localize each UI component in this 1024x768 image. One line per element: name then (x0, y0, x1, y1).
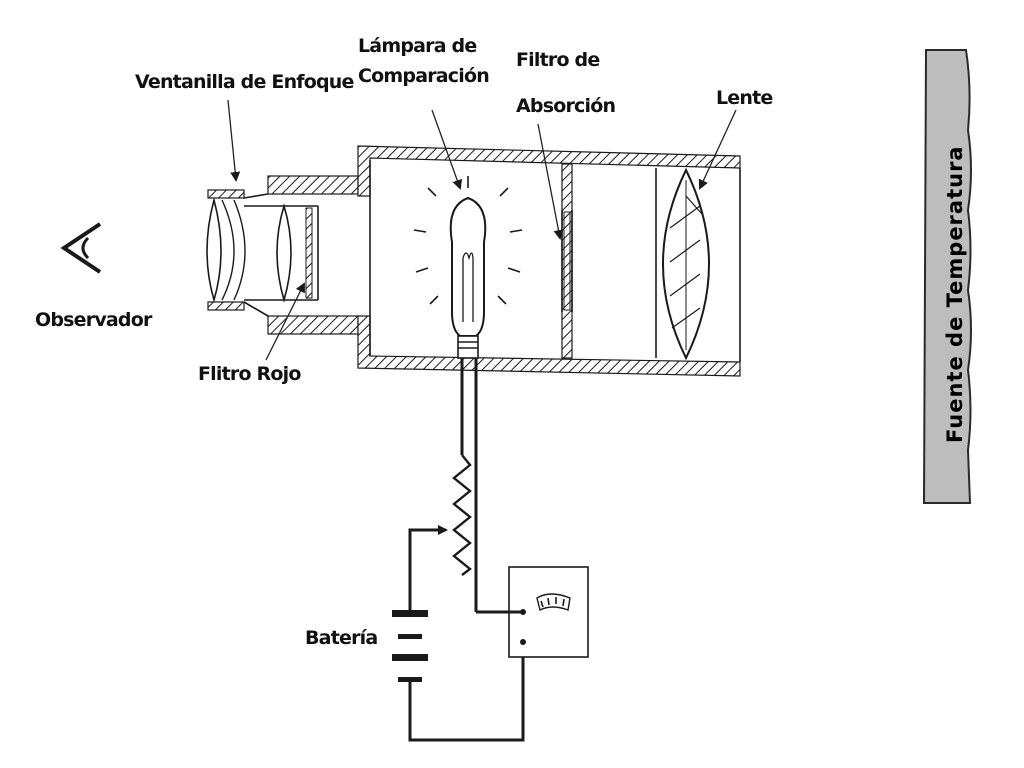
objective-lens (662, 167, 710, 361)
housing-top-wall (357, 145, 741, 197)
tube-section-top-wall (267, 175, 359, 195)
fuente-label: Fuente de Temperatura (943, 145, 967, 443)
rheostat (452, 454, 472, 576)
comparison-lamp (413, 176, 523, 359)
meter (508, 566, 589, 658)
bateria-label: Batería (305, 627, 377, 649)
circuit (392, 358, 589, 742)
lampara-label-line1: Lámpara de (358, 35, 476, 57)
lamp-rays (413, 176, 523, 305)
observador-label: Observador (35, 309, 153, 331)
eyepiece-bottom-wall (207, 301, 245, 311)
filtro-rojo-label: Flitro Rojo (198, 363, 301, 385)
absorption-filter (563, 211, 571, 311)
tube-section-bottom-wall (267, 315, 359, 335)
eyepiece-top-wall (207, 189, 245, 199)
eyepiece-lenses (206, 196, 292, 303)
temperature-source: Fuente de Temperatura (922, 49, 972, 504)
labels: Ventanilla de Enfoque Lámpara de Compara… (35, 35, 773, 649)
battery (392, 610, 428, 682)
red-filter (305, 207, 313, 299)
pyrometer-body (207, 145, 741, 377)
temperature-source-panel (922, 49, 972, 504)
filtro-absorcion-label-line1: Filtro de (516, 49, 599, 71)
lente-label: Lente (716, 87, 773, 109)
filtro-absorcion-label-line2: Absorción (516, 95, 615, 117)
observer-eye-icon (60, 222, 102, 274)
leader-lines (227, 99, 737, 361)
lampara-label-line2: Comparación (358, 65, 489, 87)
ventanilla-label: Ventanilla de Enfoque (135, 71, 354, 93)
